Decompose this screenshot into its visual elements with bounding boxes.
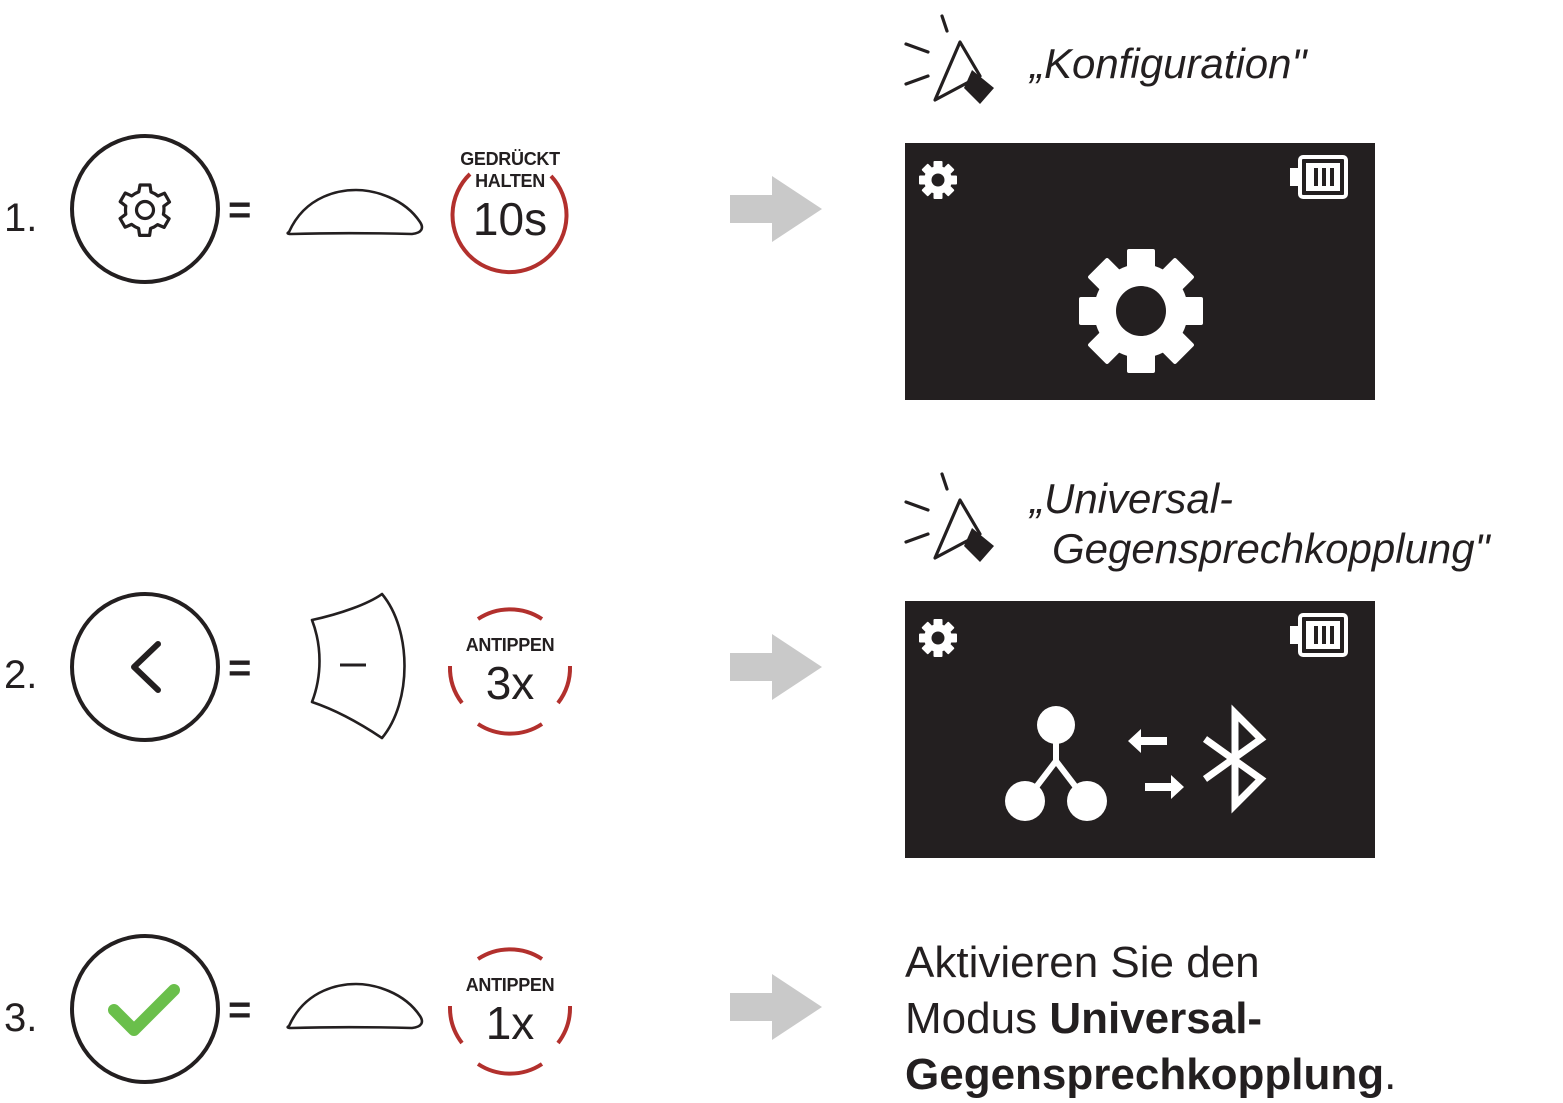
checkmark-icon — [108, 984, 180, 1036]
result-mode-name-part2: Gegensprechkopplung — [905, 1049, 1385, 1099]
tap-count: 3x — [485, 657, 535, 709]
device-screen-universal-intercom — [905, 601, 1375, 858]
large-gear-icon — [1079, 249, 1203, 373]
equals-sign: = — [228, 988, 252, 1032]
battery-icon — [1290, 613, 1348, 657]
tap-count: 1x — [485, 997, 535, 1049]
minus-device-button[interactable] — [300, 590, 410, 740]
settings-button[interactable] — [70, 134, 220, 284]
back-button[interactable] — [70, 592, 220, 742]
confirm-button[interactable] — [70, 934, 220, 1084]
tap-1x-badge: ANTIPPEN 1x — [440, 940, 580, 1080]
arrow-right-icon — [730, 176, 822, 242]
transfer-arrows-icon — [1128, 729, 1184, 799]
oval-device-button[interactable] — [284, 184, 424, 240]
step-1-number: 1. — [4, 196, 38, 240]
bluetooth-icon — [1202, 704, 1267, 814]
result-description: Aktivieren Sie den Modus Universal- Gege… — [905, 935, 1396, 1103]
hold-duration: 10s — [472, 193, 548, 245]
speaker-voice-icon — [900, 470, 1015, 565]
battery-icon — [1290, 155, 1348, 199]
voice-prompt-line1: „Universal- — [1030, 475, 1234, 522]
gear-outline-icon — [118, 183, 172, 237]
result-line-2: Modus Universal- — [905, 991, 1396, 1047]
voice-prompt-text: „Konfiguration" — [1030, 40, 1307, 87]
result-mode-name-part1: Universal- — [1049, 993, 1263, 1043]
oval-device-button[interactable] — [284, 978, 424, 1034]
result-period: . — [1384, 1049, 1397, 1099]
arrow-right-icon — [730, 634, 822, 700]
tap-label: ANTIPPEN — [465, 975, 555, 995]
equals-sign: = — [228, 188, 252, 232]
hold-label-line2: HALTEN — [475, 171, 545, 191]
voice-prompt-line2: Gegensprechkopplung" — [1052, 525, 1490, 572]
result-line-3: Gegensprechkopplung. — [905, 1047, 1396, 1103]
intercom-network-icon — [1005, 706, 1107, 821]
tap-3x-badge: ANTIPPEN 3x — [440, 600, 580, 740]
speaker-voice-icon — [900, 12, 1015, 107]
chevron-left-icon — [131, 641, 161, 693]
oval-button-icon — [286, 188, 424, 236]
arrow-right-icon — [730, 974, 822, 1040]
device-screen-configuration — [905, 143, 1375, 400]
small-gear-icon — [919, 619, 957, 657]
hold-10s-badge: GEDRÜCKT HALTEN 10s — [440, 142, 580, 282]
hold-label-line1: GEDRÜCKT — [460, 149, 560, 169]
small-gear-icon — [919, 161, 957, 199]
tap-label: ANTIPPEN — [465, 635, 555, 655]
step-3-number: 3. — [4, 996, 38, 1040]
oval-button-icon — [286, 982, 424, 1030]
result-line-1: Aktivieren Sie den — [905, 938, 1260, 987]
step-2-number: 2. — [4, 653, 38, 697]
result-mode-word: Modus — [905, 993, 1038, 1043]
equals-sign: = — [228, 646, 252, 690]
minus-button-icon — [310, 592, 406, 740]
